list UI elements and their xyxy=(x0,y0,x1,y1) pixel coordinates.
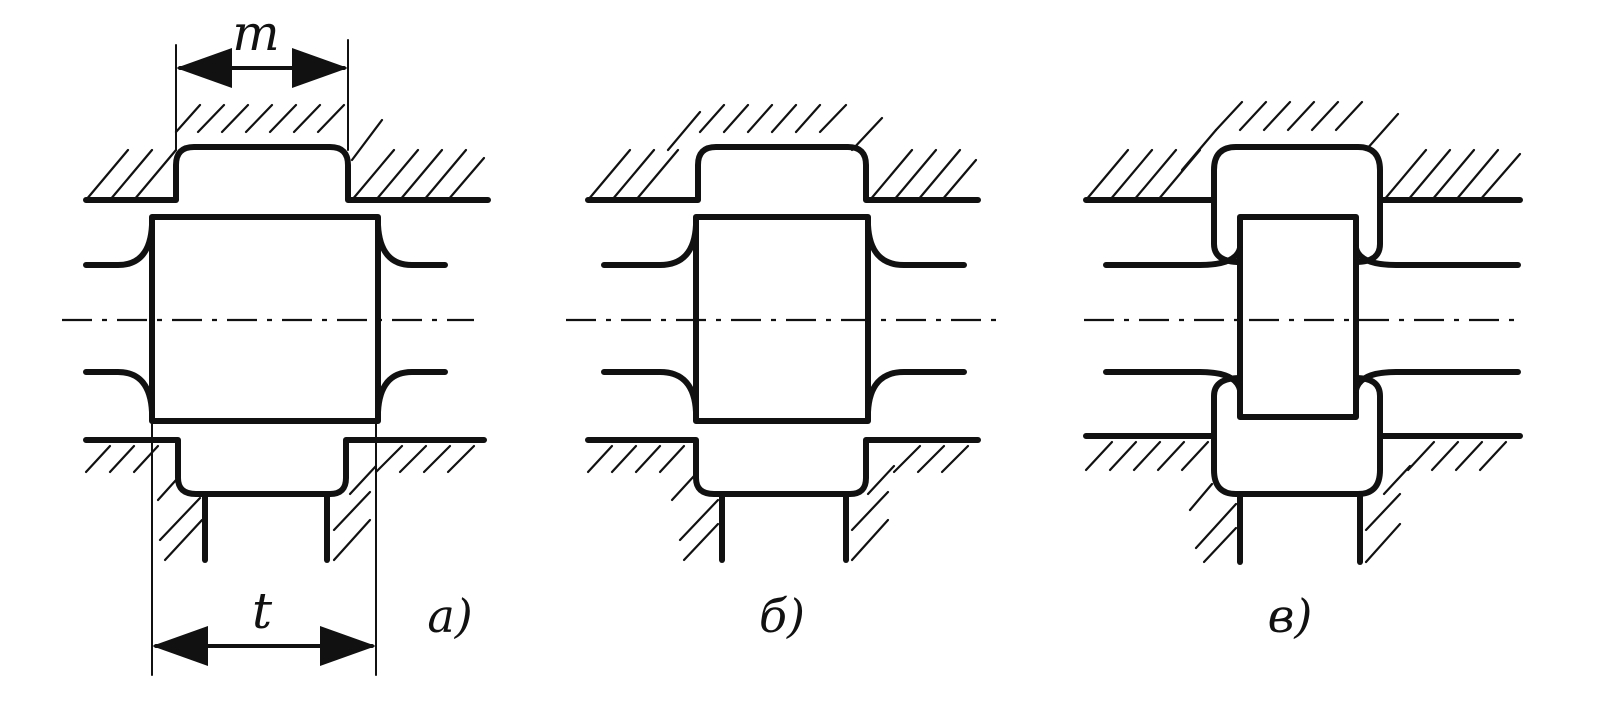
panel-v: в) xyxy=(1083,100,1523,643)
top-die-profile xyxy=(1083,144,1523,203)
left-upper-flange xyxy=(83,222,155,268)
top-hatching xyxy=(1084,100,1522,202)
spring-body xyxy=(1237,214,1359,420)
top-die-profile xyxy=(83,144,491,203)
left-lower-flange xyxy=(1103,369,1243,393)
dimension-t: t xyxy=(151,420,377,676)
left-lower-flange xyxy=(83,369,155,415)
dimension-m-label: m xyxy=(232,4,279,62)
right-lower-flange xyxy=(1353,369,1521,393)
panel-b-caption: б) xyxy=(759,589,805,643)
bottom-hatching xyxy=(84,444,476,562)
left-upper-flange xyxy=(1103,245,1243,268)
right-upper-flange xyxy=(1353,245,1521,268)
dimension-m: m xyxy=(175,4,349,151)
top-die-profile xyxy=(585,144,981,203)
dimension-t-label: t xyxy=(252,582,273,640)
top-die-left-shoulder xyxy=(1211,197,1243,265)
panel-a: m t a) xyxy=(62,4,491,676)
panel-v-caption: в) xyxy=(1268,589,1313,643)
left-lower-flange xyxy=(601,369,699,415)
bottom-die-profile xyxy=(585,437,981,497)
bottom-die-left-shoulder xyxy=(1211,375,1243,439)
top-hatching xyxy=(586,103,978,202)
right-lower-flange xyxy=(865,369,967,415)
panel-a-caption: a) xyxy=(427,589,472,643)
bottom-hatching xyxy=(586,444,970,562)
bottom-die-profile xyxy=(1083,433,1523,497)
top-hatching xyxy=(84,103,486,202)
left-upper-flange xyxy=(601,222,699,268)
bottom-hatching xyxy=(1084,440,1508,564)
right-lower-flange xyxy=(375,369,448,415)
panel-b: б) xyxy=(566,103,1000,643)
bottom-die-right-shoulder xyxy=(1353,375,1383,439)
right-upper-flange xyxy=(865,222,967,268)
bottom-die-profile xyxy=(83,437,487,497)
top-die-right-shoulder xyxy=(1353,197,1383,265)
right-upper-flange xyxy=(375,222,448,268)
